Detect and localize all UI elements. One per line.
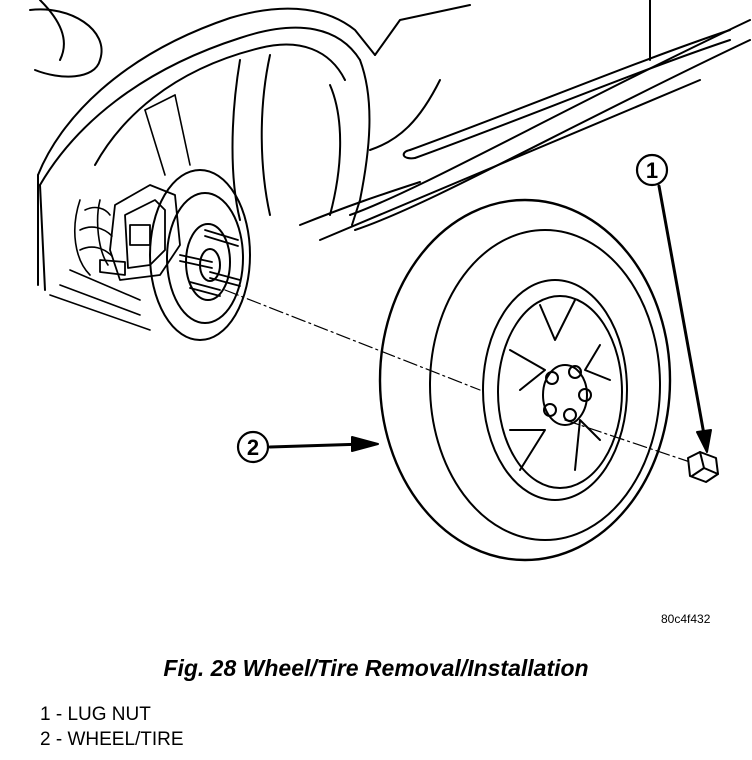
callout-2-number: 2: [247, 435, 259, 460]
lug-alignment-line: [564, 419, 691, 463]
brake-caliper: [99, 184, 181, 281]
wheel-studs: [179, 229, 241, 297]
suspension-assembly: [49, 94, 191, 331]
figure-caption: Fig. 28 Wheel/Tire Removal/Installation: [163, 655, 589, 681]
vehicle-body: [29, 0, 751, 291]
wheel-tire: [378, 198, 672, 562]
callout-1: 1: [635, 153, 712, 453]
callout-2: 2: [236, 430, 379, 464]
figure-reference-code: 80c4f432: [661, 612, 711, 626]
legend: 1 - LUG NUT 2 - WHEEL/TIRE: [40, 702, 184, 752]
lug-nut: [687, 451, 719, 483]
legend-item-wheel-tire: 2 - WHEEL/TIRE: [40, 729, 184, 750]
callout-1-number: 1: [646, 158, 658, 183]
wheel-removal-illustration: 1 2: [29, 0, 751, 562]
alignment-line: [224, 289, 481, 391]
legend-item-lug-nut: 1 - LUG NUT: [40, 704, 151, 725]
brake-rotor-hub: [149, 169, 251, 341]
